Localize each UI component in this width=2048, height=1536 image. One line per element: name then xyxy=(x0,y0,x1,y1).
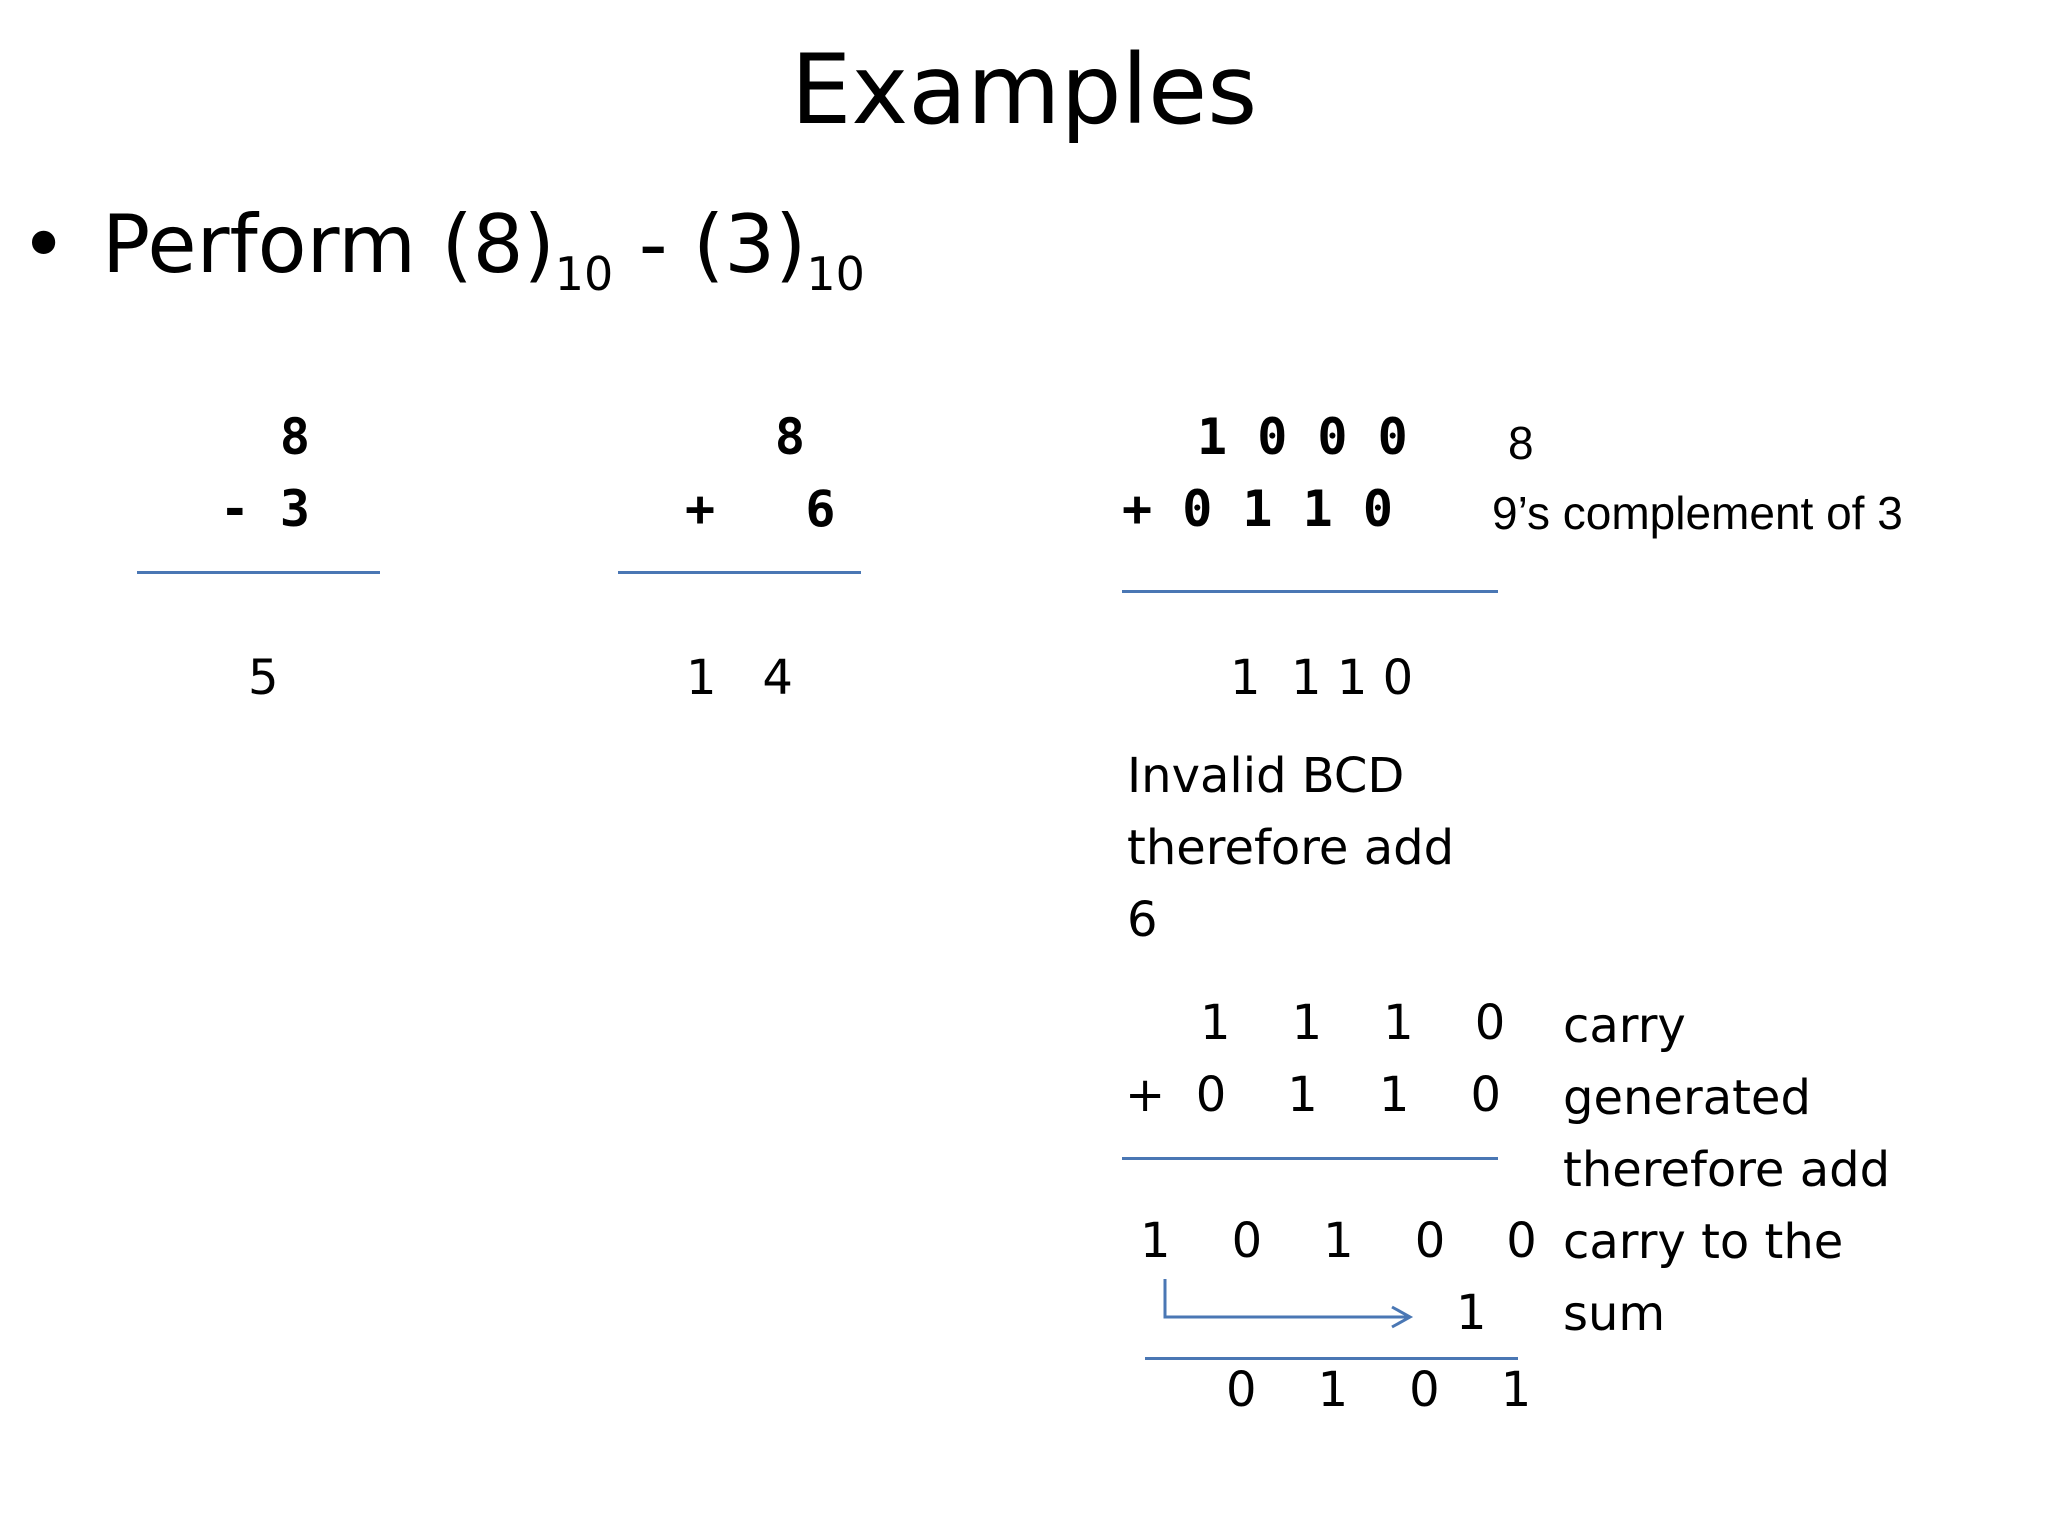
page-title: Examples xyxy=(790,34,1258,146)
bullet-icon: • xyxy=(20,198,68,291)
corr-rule xyxy=(1122,1157,1498,1160)
bin-add-bottom: + 0 1 1 0 xyxy=(1122,480,1393,538)
bin-add-bottom-note: 9’s complement of 3 xyxy=(1492,487,1903,539)
dec-add-rule xyxy=(618,571,861,574)
dec-sub-rule xyxy=(137,571,380,574)
dec-sub-bottom: - 3 xyxy=(219,480,310,538)
bullet-perform: •Perform (8)10 - (3)10 xyxy=(20,195,865,297)
bullet-text-prefix: Perform (8) xyxy=(102,198,555,291)
corr-note-line-2: generated xyxy=(1563,1070,1811,1126)
carry-arrow-icon xyxy=(1163,1279,1414,1329)
dec-add-result: 1 4 xyxy=(686,650,793,706)
bin-add-rule xyxy=(1122,590,1498,593)
dec-add-bottom: + 6 xyxy=(685,480,836,538)
corr-carry-add: 1 xyxy=(1456,1285,1487,1341)
bullet-subscript-2: 10 xyxy=(806,247,865,301)
invalid-note-line-1: Invalid BCD xyxy=(1127,748,1405,804)
corr-note-line-4: carry to the xyxy=(1563,1214,1844,1270)
corr-bottom: + 0 1 1 0 xyxy=(1125,1067,1501,1123)
dec-add-top: 8 xyxy=(774,408,805,466)
dec-sub-result: 5 xyxy=(248,650,279,706)
corr-note-line-3: therefore add xyxy=(1563,1142,1891,1198)
corr-sum: 1 0 1 0 0 xyxy=(1140,1213,1537,1269)
corr-final: 0 1 0 1 xyxy=(1226,1362,1532,1418)
bin-add-top: 1 0 0 0 xyxy=(1197,408,1408,466)
invalid-note-line-2: therefore add xyxy=(1127,820,1455,876)
corr-note-line-1: carry xyxy=(1563,998,1686,1054)
bin-add-top-note: 8 xyxy=(1508,417,1534,469)
invalid-note-line-3: 6 xyxy=(1127,892,1158,948)
corr-top: 1 1 1 0 xyxy=(1200,995,1506,1051)
corr-note-line-5: sum xyxy=(1563,1286,1666,1342)
bullet-subscript-1: 10 xyxy=(554,247,614,301)
dec-sub-top: 8 xyxy=(279,408,310,466)
bullet-text-middle: - (3) xyxy=(613,198,807,291)
bin-add-result: 1 1 1 0 xyxy=(1230,650,1414,706)
corr-final-rule xyxy=(1145,1357,1518,1360)
